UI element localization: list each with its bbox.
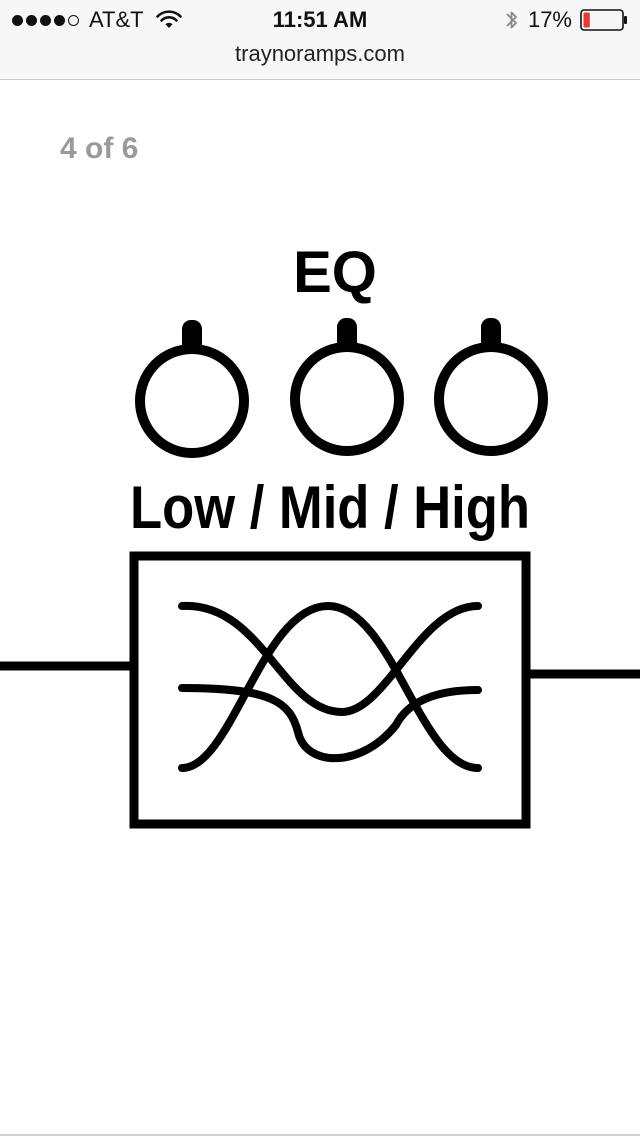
- status-right: 17%: [504, 7, 628, 33]
- carrier-name: AT&T: [89, 7, 144, 32]
- high-knob-icon: [434, 318, 548, 456]
- wifi-icon: [155, 10, 182, 28]
- status-left: AT&T: [12, 7, 182, 33]
- battery-icon: [580, 9, 627, 31]
- battery-percent: 17%: [527, 7, 572, 32]
- status-time: 11:51 AM: [272, 7, 368, 32]
- bluetooth-icon: [506, 11, 517, 29]
- page-counter: 4 of 6: [60, 132, 139, 165]
- low-knob-icon: [135, 320, 249, 458]
- signal-strength-icon: [12, 14, 79, 26]
- eq-title: EQ: [293, 240, 377, 305]
- status-bar: AT&T 11:51 AM 17%: [0, 0, 640, 40]
- url-text: traynoramps.com: [235, 41, 405, 66]
- toolbar-divider: [0, 1134, 640, 1136]
- address-bar[interactable]: traynoramps.com: [0, 40, 640, 80]
- mid-knob-icon: [290, 318, 404, 456]
- eq-block-icon: [0, 551, 640, 829]
- knobs-label: Low / Mid / High: [130, 474, 530, 541]
- battery-fill: [583, 12, 590, 28]
